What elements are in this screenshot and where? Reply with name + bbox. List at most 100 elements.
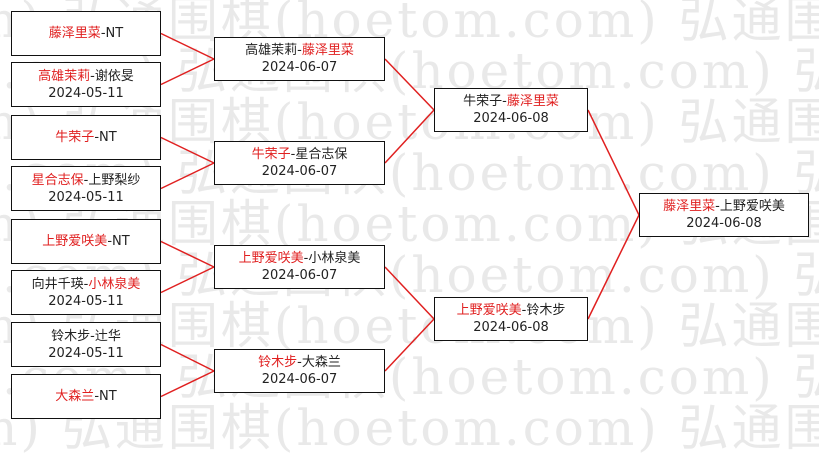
player-1-name: 上野爱咲美	[456, 303, 522, 318]
player-2-name: 辻华	[94, 328, 121, 344]
separator: -	[83, 276, 89, 292]
connector-line	[160, 343, 215, 372]
match-players: 上野爱咲美-NT	[42, 233, 129, 250]
player-2-name: 大森兰	[301, 355, 341, 370]
connector-line	[160, 136, 215, 164]
player-2-name: NT	[99, 130, 117, 145]
connector-line	[160, 162, 215, 190]
separator: -	[502, 94, 507, 109]
player-1-name: 藤泽里菜	[663, 199, 716, 214]
match-date: 2024-06-08	[473, 111, 549, 126]
player-1-name: 铃木步	[258, 355, 298, 370]
match-date: 2024-05-11	[48, 85, 124, 101]
separator: -	[83, 172, 89, 188]
separator: -	[90, 68, 95, 84]
separator: -	[715, 199, 720, 214]
match-players: 上野爱咲美-铃木步	[457, 302, 566, 319]
connector-line	[384, 58, 435, 111]
match-players: 铃木步-辻华	[51, 328, 121, 345]
separator: -	[521, 303, 527, 318]
match-date: 2024-06-07	[261, 268, 338, 283]
match-box-r1m3: 牛荣子-NT	[11, 115, 161, 160]
connector-line	[587, 214, 640, 320]
player-1-name: 大森兰	[55, 389, 95, 404]
connector-line	[160, 58, 215, 86]
match-players: 高雄茉莉-谢依旻	[38, 68, 134, 85]
match-box-r1m5: 上野爱咲美-NT	[11, 219, 161, 264]
connector-line	[160, 32, 215, 60]
player-1-name: 向井千瑛	[31, 276, 84, 292]
match-date: 2024-05-11	[48, 345, 124, 361]
match-players: 牛荣子-藤泽里菜	[463, 93, 559, 110]
separator: -	[297, 355, 302, 370]
separator: -	[90, 328, 95, 344]
separator: -	[297, 43, 302, 58]
connector-line	[587, 109, 640, 216]
match-players: 藤泽里菜-上野爱咲美	[663, 198, 785, 215]
separator: -	[94, 389, 100, 404]
match-date: 2024-06-08	[473, 320, 549, 335]
separator: -	[303, 251, 309, 266]
match-date: 2024-05-11	[48, 293, 124, 309]
match-players: 上野爱咲美-小林泉美	[239, 250, 361, 267]
player-2-name: NT	[105, 26, 124, 41]
player-2-name: 上野爱咲美	[719, 199, 785, 214]
match-players: 高雄茉莉-藤泽里菜	[245, 42, 354, 59]
player-1-name: 铃木步	[51, 328, 91, 344]
player-2-name: 小林泉美	[308, 251, 361, 266]
match-box-r1m8: 大森兰-NT	[11, 374, 161, 419]
player-1-name: 藤泽里菜	[48, 26, 101, 41]
match-date: 2024-06-07	[261, 164, 338, 179]
match-box-r1m1: 藤泽里菜-NT	[11, 11, 161, 56]
match-date: 2024-06-08	[686, 216, 762, 231]
player-2-name: 小林泉美	[88, 276, 141, 292]
player-2-name: 藤泽里菜	[506, 94, 559, 109]
player-1-name: 牛荣子	[55, 130, 95, 145]
separator: -	[290, 147, 296, 162]
connector-line	[384, 266, 435, 320]
match-players: 向井千瑛-小林泉美	[32, 276, 141, 293]
player-1-name: 高雄茉莉	[38, 68, 91, 84]
separator: -	[107, 234, 113, 249]
connector-line	[160, 370, 215, 398]
match-date: 2024-06-07	[261, 372, 338, 387]
player-2-name: 上野梨纱	[88, 172, 141, 188]
bracket-connectors	[160, 32, 640, 398]
match-players: 藤泽里菜-NT	[49, 25, 123, 42]
match-players: 铃木步-大森兰	[258, 354, 341, 371]
match-players: 牛荣子-星合志保	[252, 146, 348, 163]
player-2-name: 星合志保	[295, 147, 348, 162]
player-1-name: 星合志保	[31, 172, 84, 188]
player-2-name: NT	[112, 234, 130, 249]
player-1-name: 高雄茉莉	[245, 43, 298, 58]
player-1-name: 牛荣子	[463, 94, 503, 109]
player-1-name: 牛荣子	[251, 147, 291, 162]
connector-line	[384, 109, 435, 164]
player-2-name: 藤泽里菜	[301, 43, 354, 58]
connector-line	[160, 266, 215, 294]
separator: -	[100, 26, 106, 41]
match-date: 2024-06-07	[261, 60, 338, 75]
player-2-name: 谢依旻	[94, 68, 134, 84]
player-2-name: NT	[99, 389, 117, 404]
separator: -	[94, 130, 100, 145]
player-1-name: 上野爱咲美	[42, 234, 108, 249]
match-date: 2024-05-11	[48, 189, 124, 205]
match-players: 大森兰-NT	[55, 388, 116, 405]
match-players: 牛荣子-NT	[55, 129, 116, 146]
connector-line	[160, 240, 215, 268]
player-2-name: 铃木步	[526, 303, 566, 318]
player-1-name: 上野爱咲美	[238, 251, 304, 266]
match-players: 星合志保-上野梨纱	[32, 172, 141, 189]
connector-line	[384, 318, 435, 372]
